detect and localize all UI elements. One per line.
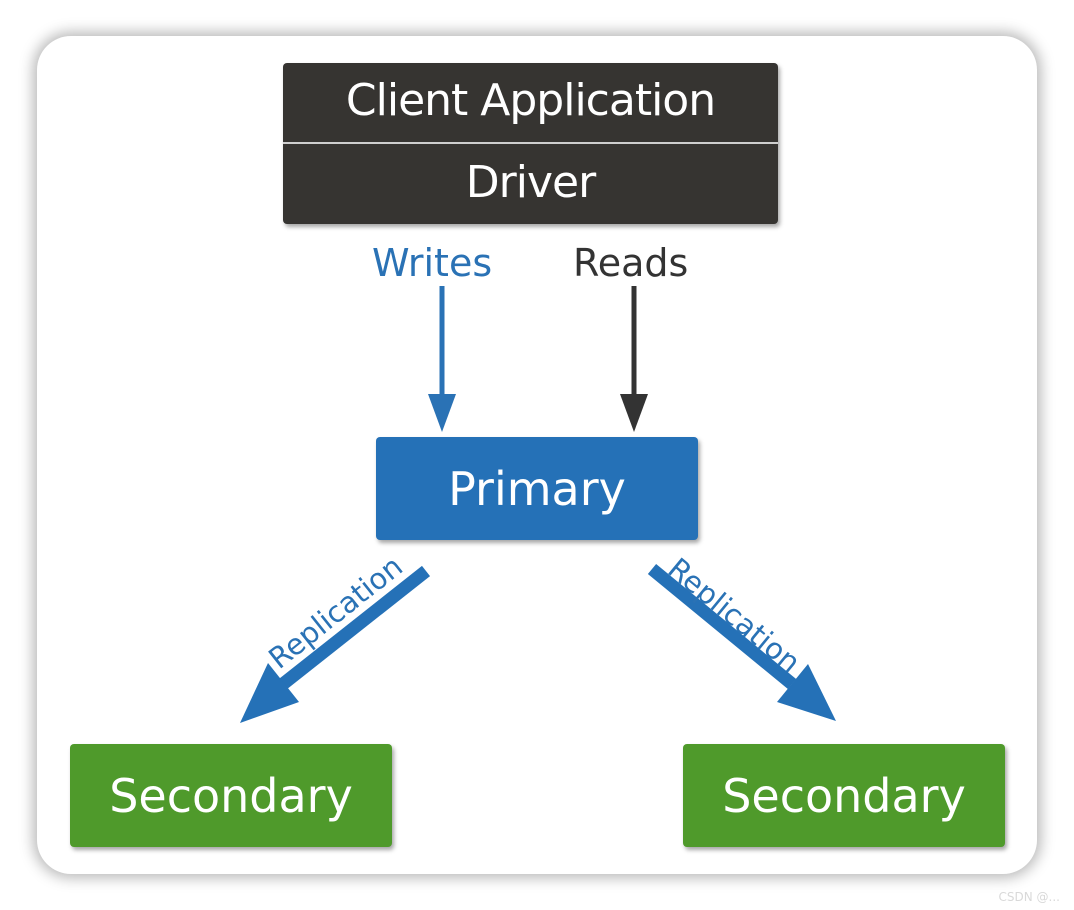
primary-label: Primary [448,461,626,516]
secondary-label-right: Secondary [722,768,966,823]
client-divider [283,142,778,144]
reads-arrow [620,286,648,432]
primary-node: Primary [376,437,698,540]
client-application-label: Client Application [345,75,716,126]
replication-arrow-left: Replication [240,549,431,723]
replication-arrow-right: Replication [647,551,836,721]
reads-label: Reads [573,241,689,285]
replication-label-right: Replication [662,551,807,679]
client-application-box: Client Application Driver [283,63,778,224]
writes-label: Writes [372,241,493,285]
secondary-node-right: Secondary [683,744,1005,847]
replication-label-left: Replication [262,549,409,676]
secondary-node-left: Secondary [70,744,392,847]
writes-arrow [428,286,456,432]
secondary-label-left: Secondary [109,768,353,823]
driver-label: Driver [465,157,596,208]
watermark: CSDN @... [998,890,1060,904]
